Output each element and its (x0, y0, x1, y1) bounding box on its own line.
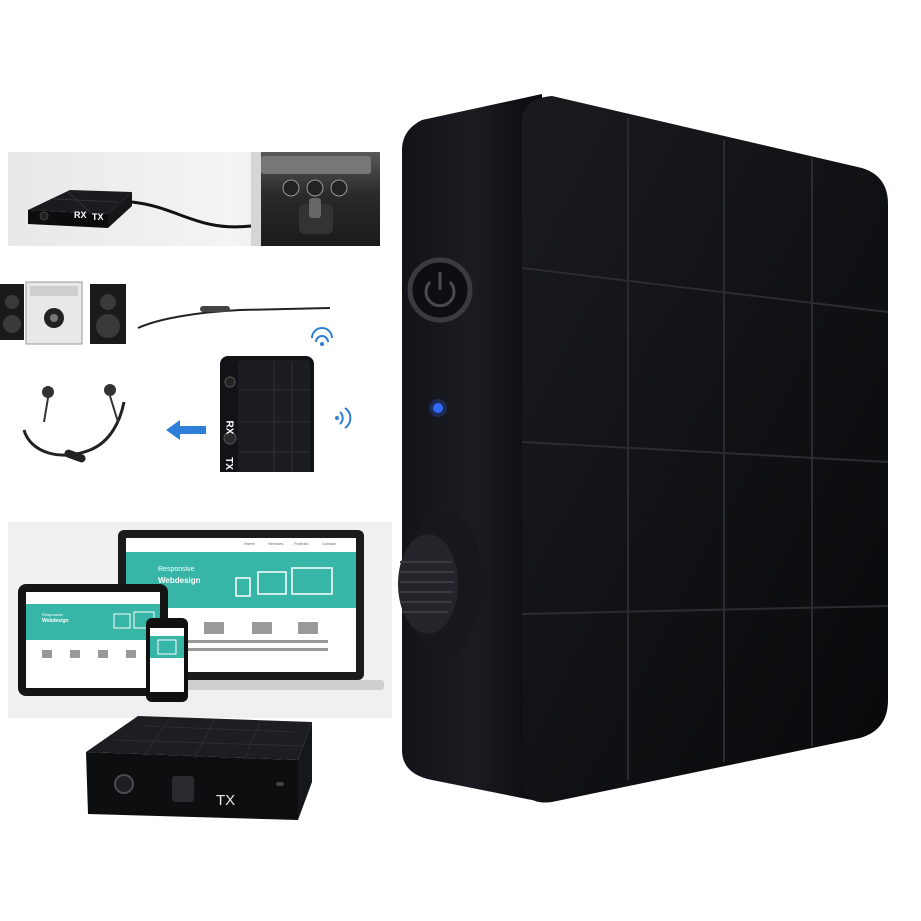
laptop-nav-item-home: Home (244, 541, 255, 546)
laptop-nav-item-portfolio: Portfolio (294, 541, 309, 546)
small-device-tx-label: TX (92, 212, 104, 222)
laptop-headline-line1: Responsive (158, 566, 195, 573)
devices-usage-photo: Home Services Portfolio Contact Responsi… (8, 522, 392, 718)
laptop-nav-item-contact: Contact (322, 541, 336, 546)
large-device-graphic (398, 94, 889, 803)
large-device-photo (392, 90, 892, 810)
small-device-rx-label: RX (74, 210, 87, 220)
upright-device-rx-label: RX (223, 420, 235, 435)
laptop-headline-line2: Webdesign (158, 576, 201, 585)
tablet-headline-line2: Webdesign (42, 618, 69, 624)
devices-scene-graphic (18, 530, 384, 702)
laptop-nav-item-services: Services (268, 541, 284, 546)
flat-device-photo: TX (84, 716, 314, 826)
car-dashboard (251, 152, 380, 246)
audio-usage-illustration: RX TX (0, 272, 380, 486)
tablet-headline-line1: Responsive (42, 612, 63, 617)
upright-device-tx-label: TX (222, 457, 234, 470)
flat-device-tx-label: TX (216, 792, 236, 809)
audio-scene-graphic (0, 281, 352, 486)
flat-device-graphic (86, 716, 312, 820)
car-usage-photo: RX TX (8, 152, 380, 246)
car-dashboard-graphic (251, 152, 371, 246)
car-scene-graphic (28, 190, 252, 229)
